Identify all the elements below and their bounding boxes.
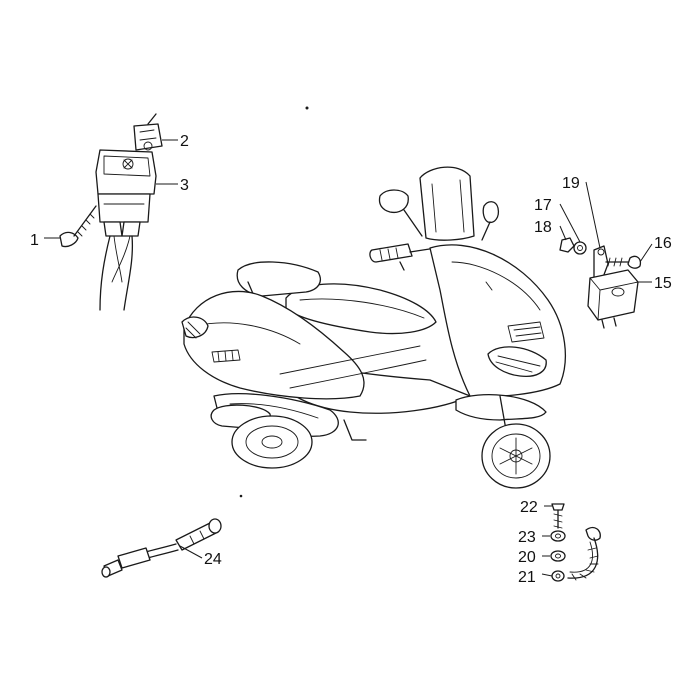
part-label-23: 23 [518, 529, 536, 546]
scan-mark [305, 106, 309, 110]
part-label-18: 18 [534, 219, 552, 236]
earth-cable-assembly [550, 503, 601, 582]
leader-16 [639, 243, 653, 263]
leader-18 [559, 225, 567, 241]
leader-21 [541, 573, 553, 577]
part-label-24: 24 [204, 551, 222, 568]
part-label-16: 16 [654, 235, 672, 252]
part-label-1: 1 [30, 232, 39, 249]
part-label-19: 19 [562, 175, 580, 192]
relay-assembly-right [559, 237, 642, 329]
part-label-17: 17 [534, 197, 552, 214]
relay-assembly-left [59, 113, 163, 311]
part-label-15: 15 [654, 275, 672, 292]
scan-mark [239, 494, 243, 498]
leader-17 [559, 203, 581, 243]
part-label-2: 2 [180, 133, 189, 150]
scooter-illustration [181, 166, 566, 489]
part-label-22: 22 [520, 499, 538, 516]
part-label-20: 20 [518, 549, 536, 566]
leader-24 [179, 545, 203, 559]
part-label-3: 3 [180, 177, 189, 194]
lamp-socket-cable [101, 518, 222, 578]
part-label-21: 21 [518, 569, 536, 586]
leader-19 [585, 181, 601, 249]
